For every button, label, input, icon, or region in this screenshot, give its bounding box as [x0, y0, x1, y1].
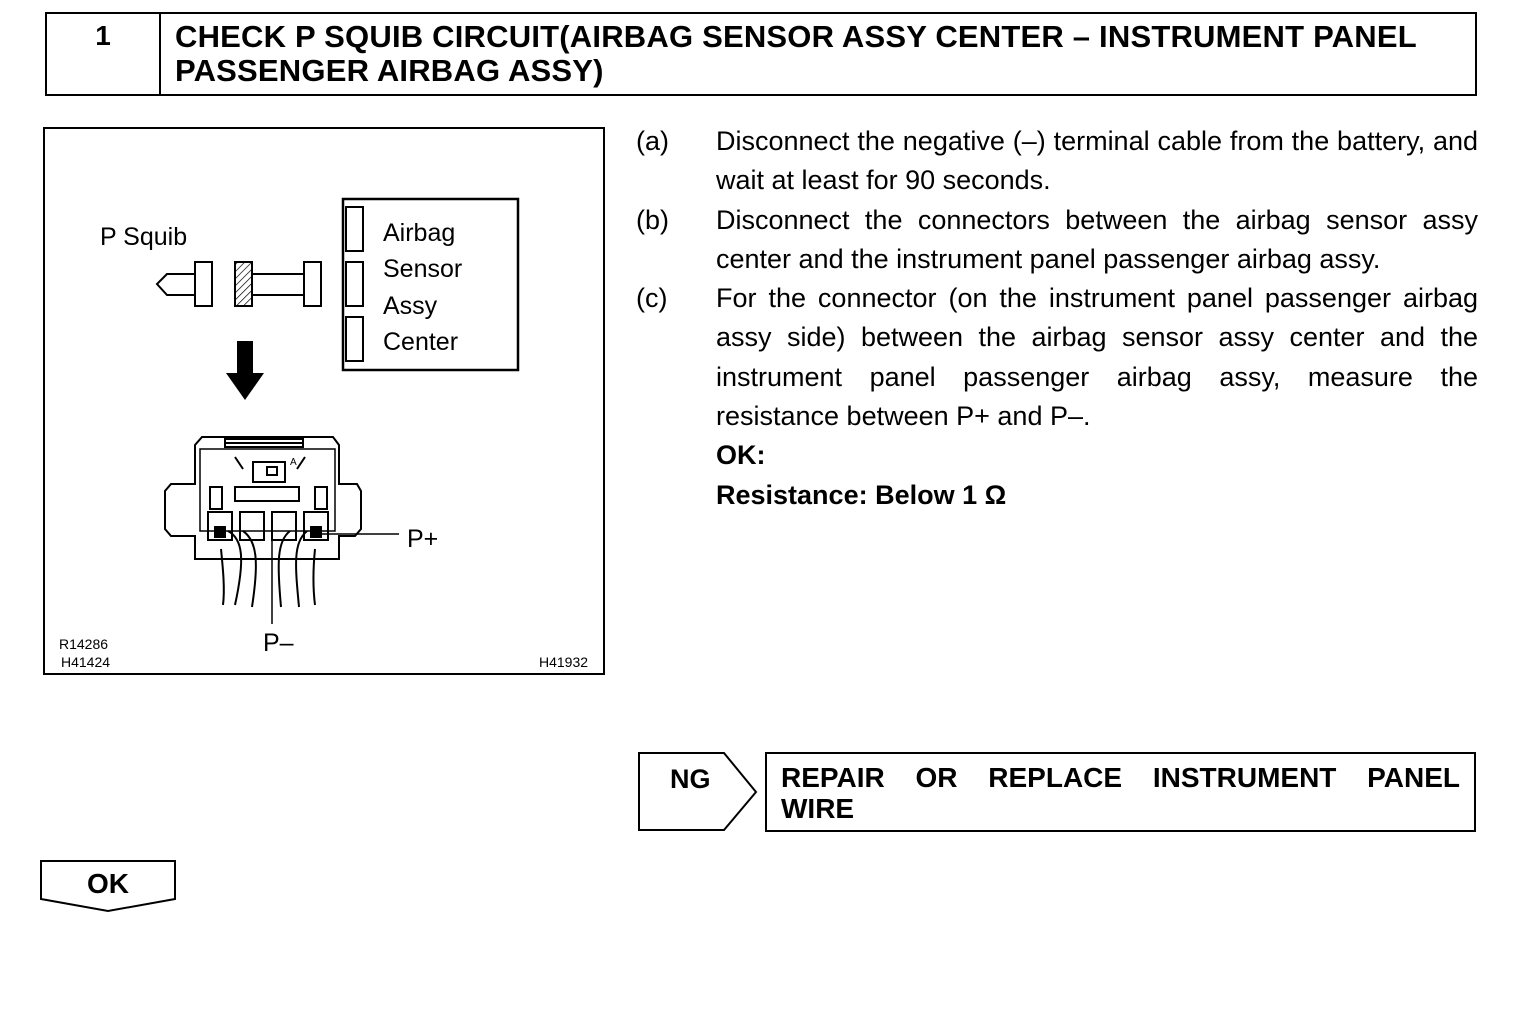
- squib-connector-icon: [155, 261, 322, 307]
- step-a-mark: (a): [636, 126, 669, 156]
- step-header: 1 CHECK P SQUIB CIRCUIT(AIRBAG SENSOR AS…: [45, 12, 1477, 96]
- terminal-p-plus-label: P+: [407, 525, 438, 553]
- svg-text:A: A: [290, 457, 297, 468]
- sensor-label-assy: Assy: [383, 292, 438, 320]
- resistance-spec: Resistance: Below 1 Ω: [716, 479, 1007, 510]
- step-a: (a) Disconnect the negative (–) terminal…: [636, 122, 1478, 201]
- step-a-text: Disconnect the negative (–) terminal cab…: [716, 126, 1478, 196]
- ng-arrow-icon: [638, 752, 758, 831]
- airbag-sensor-box: Airbag Sensor Assy Center: [341, 197, 520, 372]
- step-c: (c) For the connector (on the instrument…: [636, 279, 1478, 436]
- step-number: 1: [47, 14, 161, 94]
- figure-code-3: H41932: [539, 654, 588, 670]
- p-squib-label: P Squib: [100, 223, 187, 251]
- ok-criteria-label: OK:: [716, 440, 766, 471]
- sensor-label-sensor: Sensor: [383, 255, 462, 283]
- terminal-p-minus-label: P–: [263, 629, 294, 657]
- step-c-mark: (c): [636, 283, 668, 314]
- ng-branch-button[interactable]: NG: [638, 750, 763, 839]
- figure-code-2: H41424: [61, 654, 110, 670]
- connector-diagram: P Squib Airbag Sensor Assy Center: [59, 197, 588, 670]
- down-arrow-icon: [226, 341, 264, 400]
- sensor-label-center: Center: [383, 328, 458, 356]
- ok-down-arrow-icon: [40, 860, 176, 913]
- connector-face-icon: A: [164, 436, 399, 624]
- ng-label: NG: [670, 764, 711, 794]
- step-c-text: For the connector (on the instrument pan…: [716, 283, 1478, 432]
- step-title: CHECK P SQUIB CIRCUIT(AIRBAG SENSOR ASSY…: [175, 19, 1417, 88]
- step-b-text: Disconnect the connectors between the ai…: [716, 204, 1478, 274]
- sensor-label-airbag: Airbag: [383, 219, 455, 247]
- step-b-mark: (b): [636, 204, 669, 235]
- step-b: (b) Disconnect the connectors between th…: [636, 201, 1478, 280]
- procedure-steps: (a) Disconnect the negative (–) terminal…: [636, 122, 1478, 515]
- connector-figure: P Squib Airbag Sensor Assy Center: [43, 127, 605, 675]
- ok-button-label: OK: [87, 868, 129, 899]
- ok-branch-button[interactable]: OK: [39, 859, 179, 918]
- ng-result-box: REPAIR OR REPLACE INSTRUMENT PANEL WIRE: [765, 752, 1476, 832]
- figure-code-1: R14286: [59, 636, 108, 652]
